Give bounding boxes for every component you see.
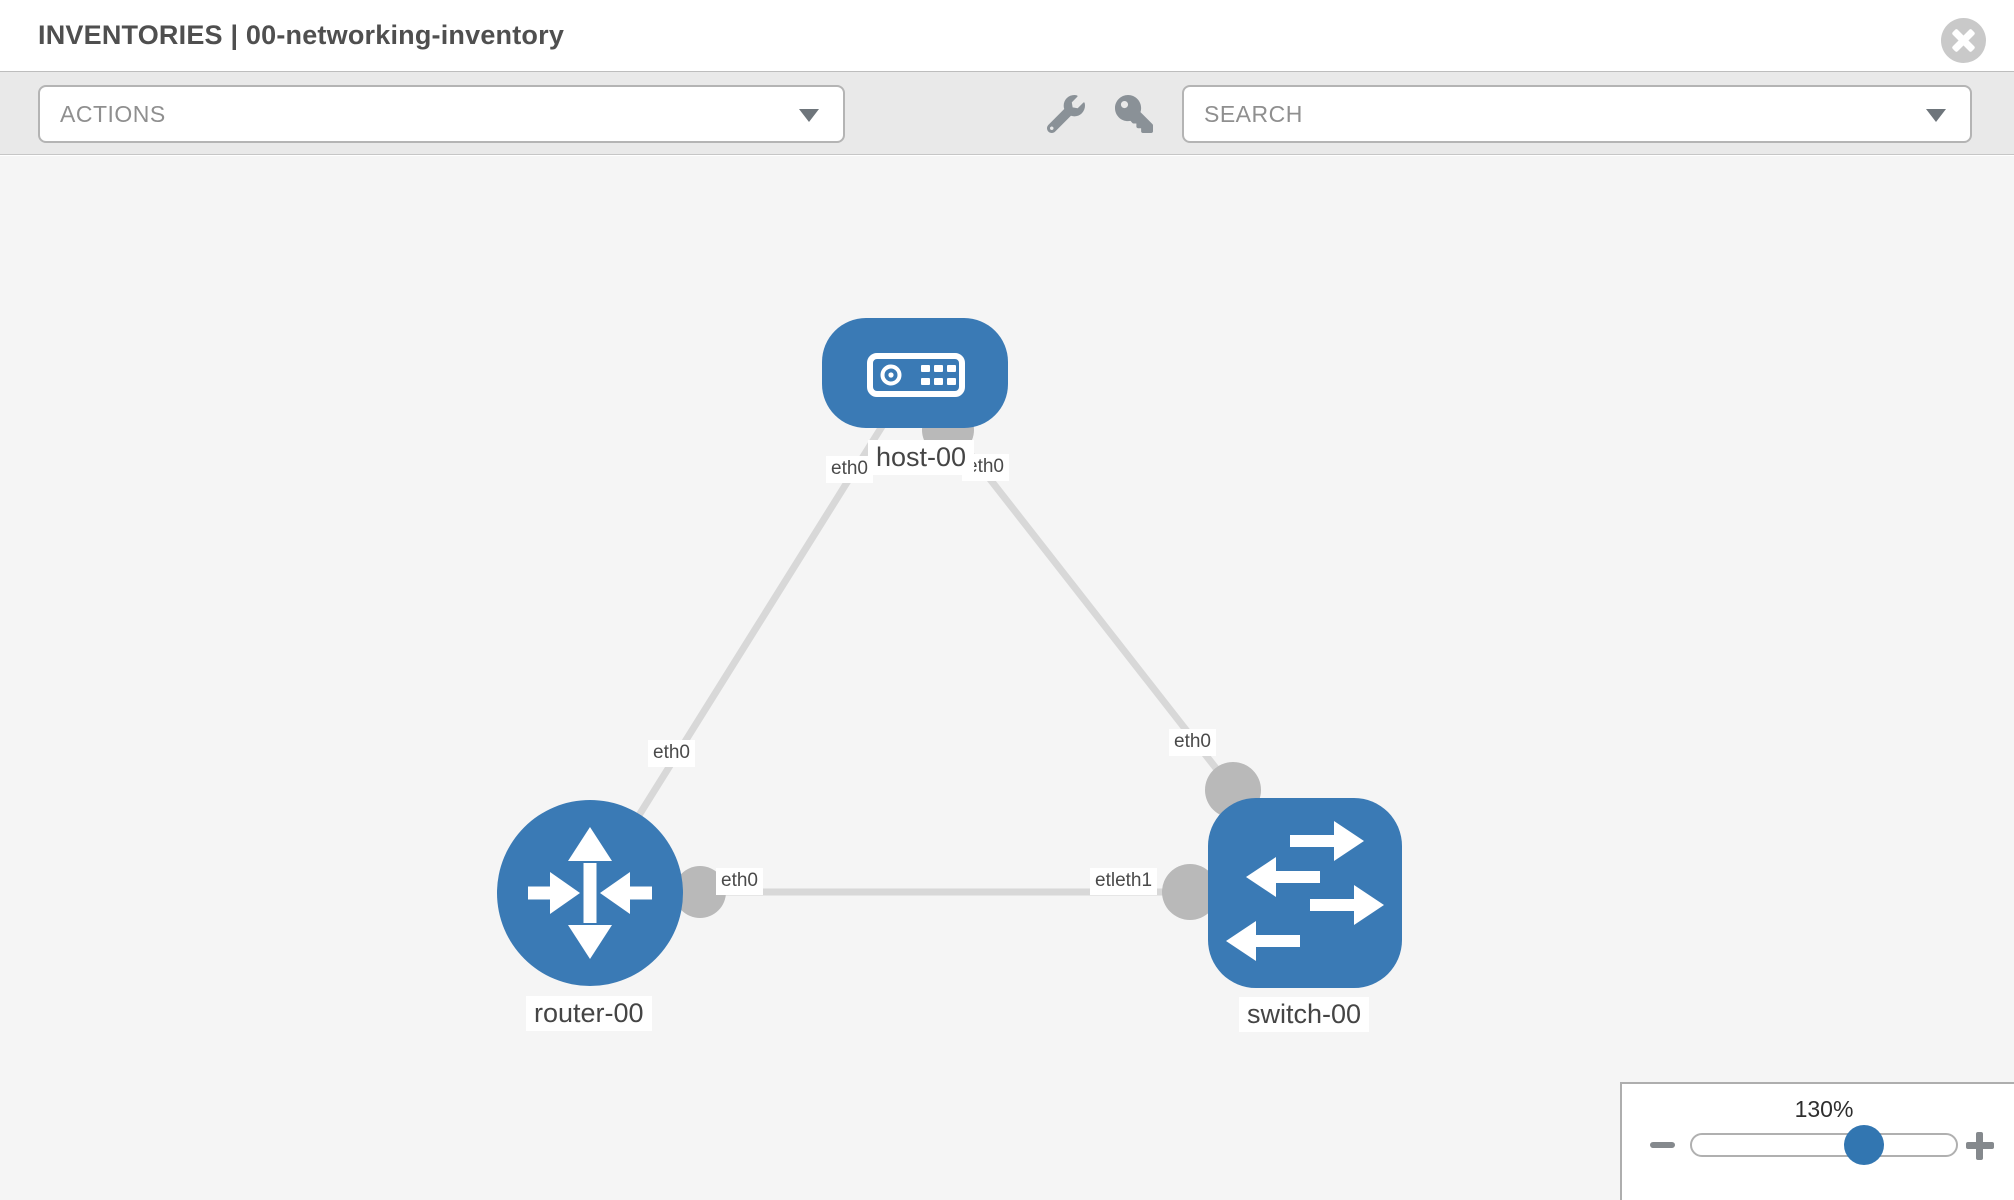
search-dropdown-label: SEARCH (1204, 101, 1303, 127)
host-icon (867, 353, 965, 397)
interface-connector[interactable] (674, 866, 726, 918)
interface-label: etleth1 (1090, 868, 1158, 895)
interface-label: eth0 (826, 456, 873, 483)
actions-dropdown-label: ACTIONS (60, 101, 166, 127)
plus-icon (1976, 1132, 1983, 1160)
topology-canvas[interactable]: eth0 eth0 eth0 eth0 eth0 etleth1 host-00… (0, 156, 2014, 1200)
page-title: INVENTORIES | 00-networking-inventory (38, 20, 565, 50)
actions-dropdown[interactable]: ACTIONS (38, 85, 845, 143)
node-switch-00[interactable] (1208, 798, 1402, 988)
topology-graph (497, 318, 1402, 988)
interface-label: eth0 (1169, 729, 1216, 756)
node-host-00[interactable] (822, 318, 1008, 428)
header: INVENTORIES | 00-networking-inventory (0, 0, 2014, 71)
zoom-in-button[interactable] (1962, 1128, 1998, 1164)
router-icon (528, 827, 652, 959)
zoom-out-button[interactable] (1650, 1142, 1675, 1148)
search-dropdown[interactable]: SEARCH (1182, 85, 1972, 143)
zoom-slider-thumb[interactable] (1844, 1125, 1884, 1165)
zoom-slider-track[interactable] (1690, 1133, 1958, 1157)
node-router-00[interactable] (497, 800, 683, 986)
wrench-icon[interactable] (1047, 95, 1085, 133)
zoom-level: 130% (1794, 1096, 1854, 1122)
interface-label: eth0 (716, 868, 763, 895)
node-label-router: router-00 (526, 996, 652, 1032)
key-icon[interactable] (1115, 95, 1153, 133)
chevron-down-icon (1926, 109, 1946, 122)
node-label-host: host-00 (868, 440, 975, 476)
interface-label: eth0 (648, 740, 695, 767)
close-icon[interactable] (1941, 18, 1986, 63)
chevron-down-icon (799, 109, 819, 122)
switch-icon (1226, 821, 1384, 961)
zoom-panel: 130% (1620, 1082, 2014, 1200)
interface-connector[interactable] (1162, 864, 1218, 920)
toolbar: ACTIONS SEARCH (0, 71, 2014, 155)
node-label-switch: switch-00 (1239, 997, 1370, 1033)
